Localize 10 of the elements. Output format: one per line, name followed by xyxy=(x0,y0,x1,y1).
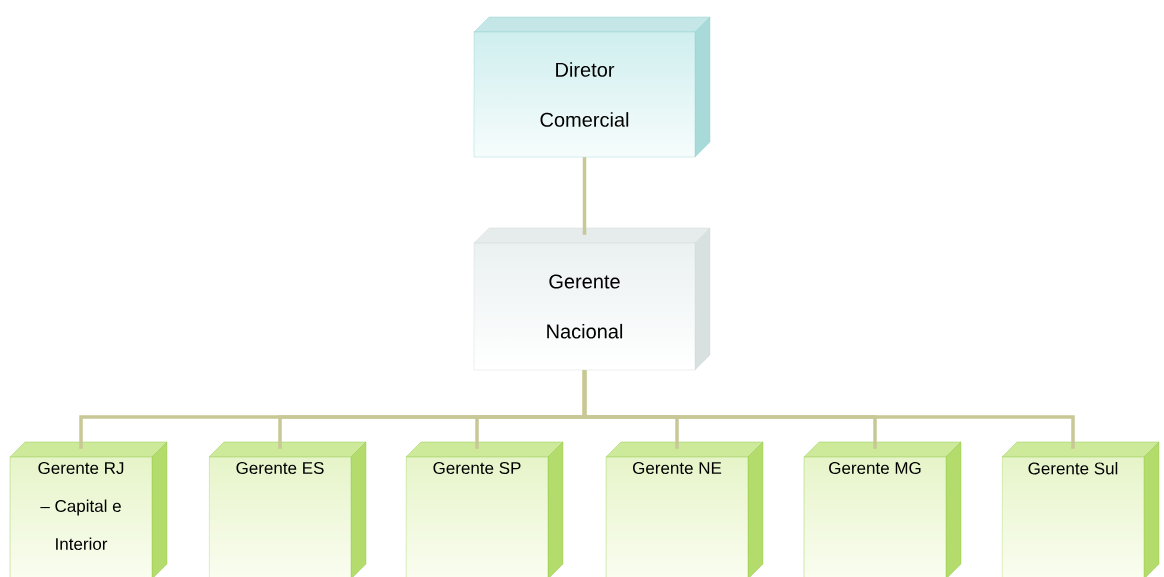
connector-line xyxy=(582,157,587,235)
org-box: Diretor Comercial xyxy=(473,16,711,158)
org-box: Gerente Sul xyxy=(1001,441,1160,577)
org-box: Gerente SP xyxy=(405,441,564,577)
org-box: Gerente NE xyxy=(605,441,764,577)
org-box: Gerente MG xyxy=(803,441,962,577)
org-box: Gerente ES xyxy=(208,441,367,577)
org-box: Gerente Nacional xyxy=(473,227,711,371)
connector-line xyxy=(582,370,1075,449)
org-box: Gerente RJ – Capital e Interior xyxy=(9,441,168,577)
